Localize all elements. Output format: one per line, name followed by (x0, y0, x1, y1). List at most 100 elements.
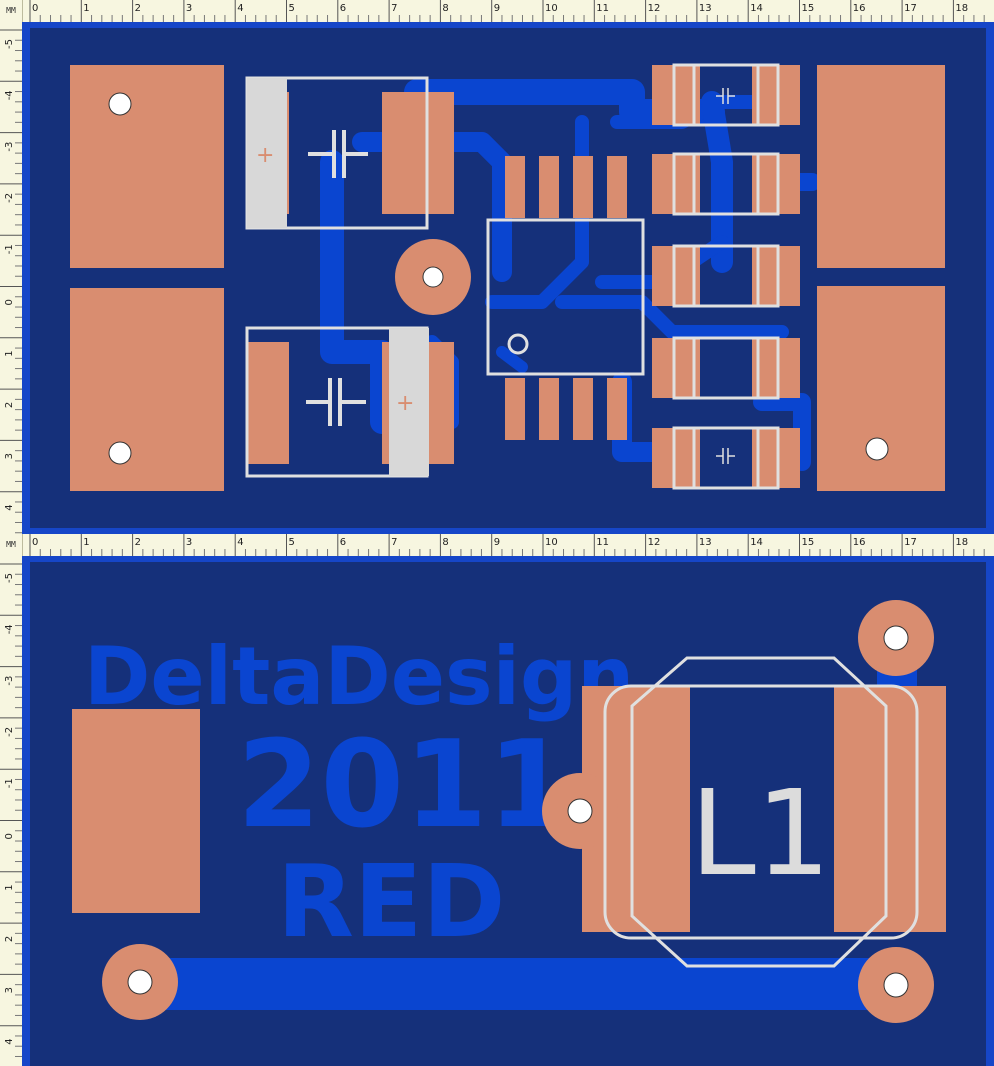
capacitor-symbol-2 (306, 378, 366, 426)
ruler-tick-label: 14 (750, 537, 763, 548)
ruler-tick-label: -5 (4, 39, 15, 49)
ruler-tick-label: 13 (699, 537, 712, 548)
ic-pin1-marker (507, 333, 529, 355)
year-text: 2011 (237, 716, 571, 855)
ruler-tick-label: 0 (32, 3, 38, 14)
ruler-tick-label: -1 (4, 778, 15, 788)
inductor-label: L1 (690, 764, 831, 902)
ruler-tick-label: 18 (955, 3, 968, 14)
ruler-tick-label: 2 (4, 402, 15, 408)
ruler-tick-label: 12 (648, 537, 661, 548)
cap1-polarity-band (247, 78, 287, 228)
cap1-plus-mark: + (256, 143, 274, 168)
ruler-tick-label: 15 (802, 537, 815, 548)
brand-text: DeltaDesign (84, 630, 634, 723)
ruler-tick-label: 13 (699, 3, 712, 14)
ruler-tick-label: 2 (135, 537, 141, 548)
ruler-tick-label: -4 (4, 624, 15, 634)
ruler-tick-label: 1 (4, 884, 15, 890)
pad-large-tr[interactable] (817, 65, 945, 268)
ruler-tick-label: 17 (904, 537, 917, 548)
drill-hole-mid2 (567, 798, 593, 824)
ruler-tick-label: 2 (135, 3, 141, 14)
ruler-tick-label: 11 (596, 537, 609, 548)
ruler-unit-label: MM (0, 0, 23, 23)
drill-hole-tr2 (883, 625, 909, 651)
ruler-tick-label: 16 (853, 3, 866, 14)
ruler-tick-label: 4 (4, 504, 15, 510)
ruler-tick-label: -2 (4, 727, 15, 737)
ruler-tick-label: -3 (4, 142, 15, 152)
pad-large-bl[interactable] (70, 288, 224, 491)
drill-hole-center (422, 266, 444, 288)
ruler-tick-label: -4 (4, 90, 15, 100)
cap2-plus-mark: + (396, 391, 414, 416)
ruler-tick-label: 8 (442, 537, 448, 548)
ruler-tick-label: 3 (4, 987, 15, 993)
cap2-polarity-band (389, 328, 429, 476)
pcb-canvas-bottom[interactable]: DeltaDesign 2011 RED L1 (22, 556, 994, 1066)
ruler-scale-left-top: -5 -4 -3 -2 -1 0 1 2 3 4 (0, 29, 22, 534)
ruler-tick-label: 1 (4, 350, 15, 356)
ruler-tick-label: 12 (648, 3, 661, 14)
pad-large-br[interactable] (817, 286, 945, 491)
ruler-tick-label: 9 (494, 3, 500, 14)
ruler-tick-label: 3 (186, 3, 192, 14)
pad-cap1-b[interactable] (382, 92, 454, 214)
drill-hole-br (865, 437, 889, 461)
drill-hole-bl2 (127, 969, 153, 995)
ruler-tick-label: 1 (83, 3, 89, 14)
ruler-tick-label: 11 (596, 3, 609, 14)
ruler-tick-label: 15 (802, 3, 815, 14)
ruler-tick-label: 4 (237, 3, 243, 14)
capacitor-symbol-1 (308, 130, 368, 178)
ruler-tick-label: 2 (4, 936, 15, 942)
ruler-tick-label: 8 (442, 3, 448, 14)
ruler-tick-label: 7 (391, 537, 397, 548)
drill-hole-tl (108, 92, 132, 116)
ruler-unit-label-bottom: MM (0, 534, 23, 557)
ruler-tick-label: 3 (186, 537, 192, 548)
ruler-tick-label: 14 (750, 3, 763, 14)
ruler-tick-label: 0 (4, 299, 15, 305)
ruler-tick-label: 9 (494, 537, 500, 548)
ruler-tick-label: 5 (289, 537, 295, 548)
ruler-tick-label: 7 (391, 3, 397, 14)
ruler-tick-label: 18 (955, 537, 968, 548)
variant-text: RED (277, 843, 505, 960)
ruler-tick-label: 17 (904, 3, 917, 14)
pad-group-bottom (72, 600, 946, 1023)
ruler-tick-label: -2 (4, 193, 15, 203)
pad-cap2-a[interactable] (247, 342, 289, 464)
vertical-ruler-top[interactable]: -5 -4 -3 -2 -1 0 1 2 3 4 (0, 22, 23, 534)
ruler-tick-label: 10 (545, 3, 558, 14)
drill-holes-bottom (127, 625, 909, 998)
ruler-tick-label: -1 (4, 244, 15, 254)
pad-large-left[interactable] (72, 709, 200, 913)
pad-large-tl[interactable] (70, 65, 224, 268)
inductor-outline[interactable] (603, 656, 919, 968)
ruler-tick-label: 4 (237, 537, 243, 548)
ruler-tick-label: 6 (340, 537, 346, 548)
ruler-tick-label: 3 (4, 453, 15, 459)
small-cap-symbol-2 (716, 448, 735, 464)
ruler-tick-label: 10 (545, 537, 558, 548)
pcb-canvas-top[interactable]: + + (22, 22, 994, 534)
ruler-tick-label: -5 (4, 573, 15, 583)
ruler-tick-label: 1 (83, 537, 89, 548)
drill-hole-br2 (883, 972, 909, 998)
ruler-tick-label: 0 (32, 537, 38, 548)
ruler-tick-label: -3 (4, 676, 15, 686)
pad-inductor-right[interactable] (834, 686, 946, 932)
drill-holes-top (108, 92, 889, 465)
ic-outline[interactable] (486, 218, 645, 376)
ruler-tick-label: 6 (340, 3, 346, 14)
small-cap-symbol-1 (716, 88, 735, 104)
